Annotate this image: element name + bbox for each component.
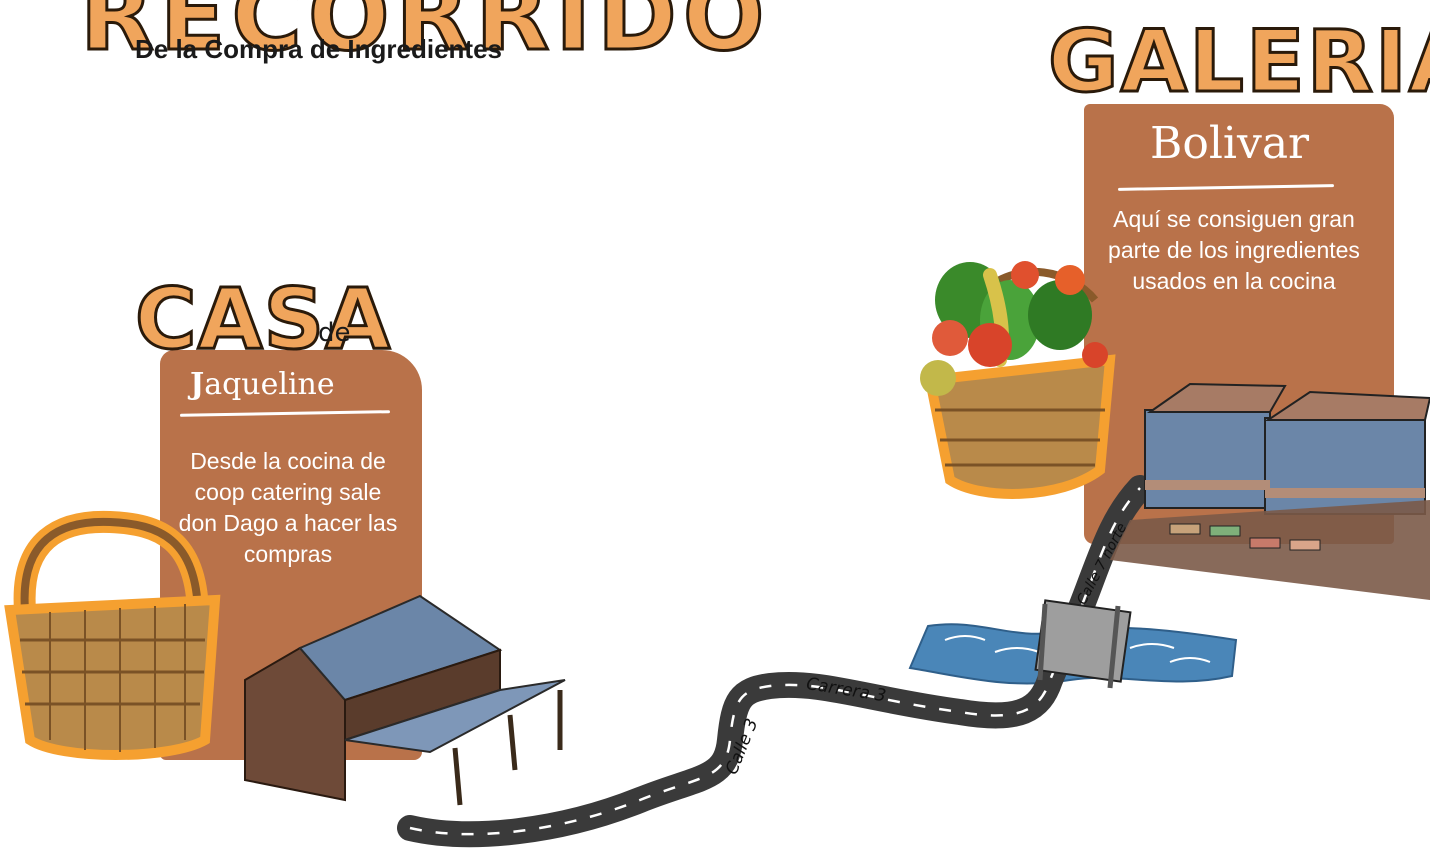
casa-building-illustration <box>244 594 566 806</box>
galeria-basket-illustration <box>920 261 1116 499</box>
galeria-name: Bolivar <box>1150 118 1310 169</box>
casa-basket-illustration <box>4 510 221 760</box>
galeria-buildings-illustration <box>1110 382 1430 600</box>
recorrido-title: RECORRIDO <box>78 0 771 74</box>
casa-name-initial: J <box>190 367 205 402</box>
casa-description: Desde la cocina de coop catering sale do… <box>178 448 398 567</box>
galeria-description: Aquí se consiguen gran parte de los ingr… <box>1108 206 1360 294</box>
casa-connector: de <box>318 318 351 348</box>
casa-name-rest: aqueline <box>204 367 335 402</box>
page-subtitle: De la Compra de Ingredientes <box>135 34 502 64</box>
casa-name: Jaqueline <box>190 367 335 402</box>
galeria-title: GALERIA <box>1046 11 1430 114</box>
casa-title: CASA <box>133 269 392 370</box>
bridge-illustration <box>1034 599 1132 689</box>
